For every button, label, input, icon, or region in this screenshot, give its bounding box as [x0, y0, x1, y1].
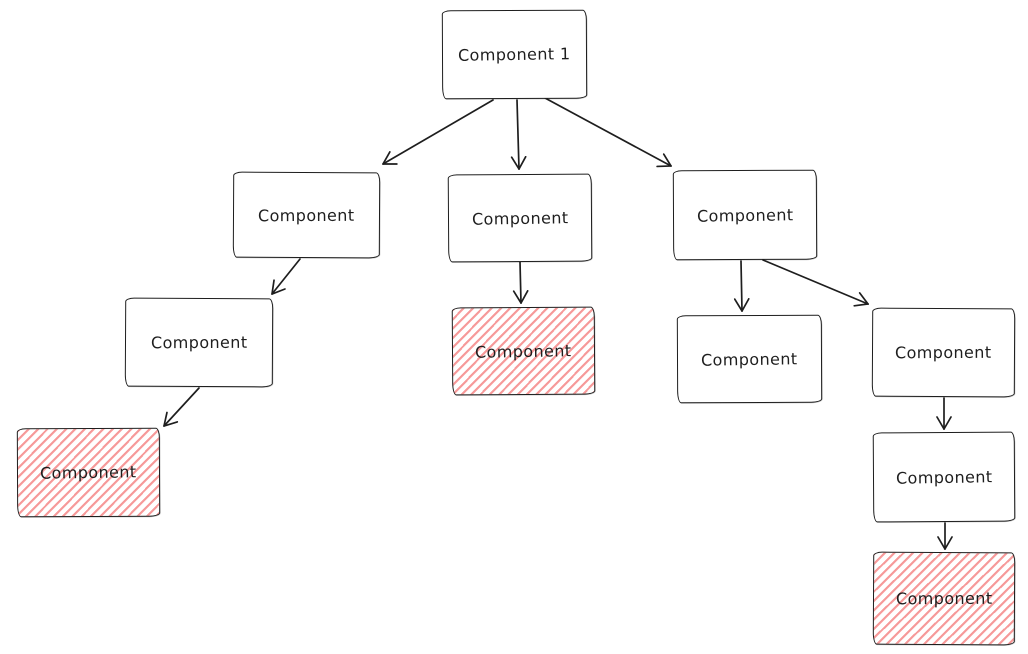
- arrow-l3left-to-l4left: [164, 387, 200, 426]
- node-label: Component 1: [458, 44, 571, 65]
- node-label: Component: [258, 205, 355, 225]
- node-l3-left: Component: [124, 297, 274, 388]
- node-label: Component: [475, 340, 572, 362]
- arrow-l2mid-to-l3mid: [520, 261, 521, 303]
- node-l3-middle-highlighted: Component: [451, 306, 596, 396]
- node-component-1: Component 1: [441, 9, 588, 100]
- node-label: Component: [895, 466, 993, 488]
- node-label: Component: [895, 588, 993, 609]
- node-label: Component: [150, 332, 248, 353]
- node-l4-right: Component: [872, 431, 1016, 523]
- node-l4-left-highlighted: Component: [16, 427, 161, 518]
- node-l3-right-a: Component: [676, 314, 823, 404]
- arrow-l2left-to-l3left: [272, 258, 301, 294]
- node-l3-right-b: Component: [871, 307, 1016, 398]
- node-l2-left: Component: [232, 171, 381, 259]
- node-label: Component: [696, 204, 794, 226]
- arrow-root-to-l2-middle: [517, 99, 519, 169]
- node-l2-right: Component: [672, 169, 818, 261]
- node-label: Component: [471, 207, 569, 229]
- node-l5-right-highlighted: Component: [872, 551, 1016, 646]
- arrow-root-to-l2-left: [383, 99, 494, 164]
- node-l2-middle: Component: [447, 173, 593, 263]
- arrow-l2right-to-l3right-a: [741, 260, 742, 311]
- node-label: Component: [895, 342, 992, 363]
- node-label: Component: [701, 348, 798, 370]
- arrow-root-to-l2-right: [544, 97, 671, 166]
- node-label: Component: [40, 462, 137, 483]
- arrow-l2right-to-l3right-b: [762, 259, 868, 304]
